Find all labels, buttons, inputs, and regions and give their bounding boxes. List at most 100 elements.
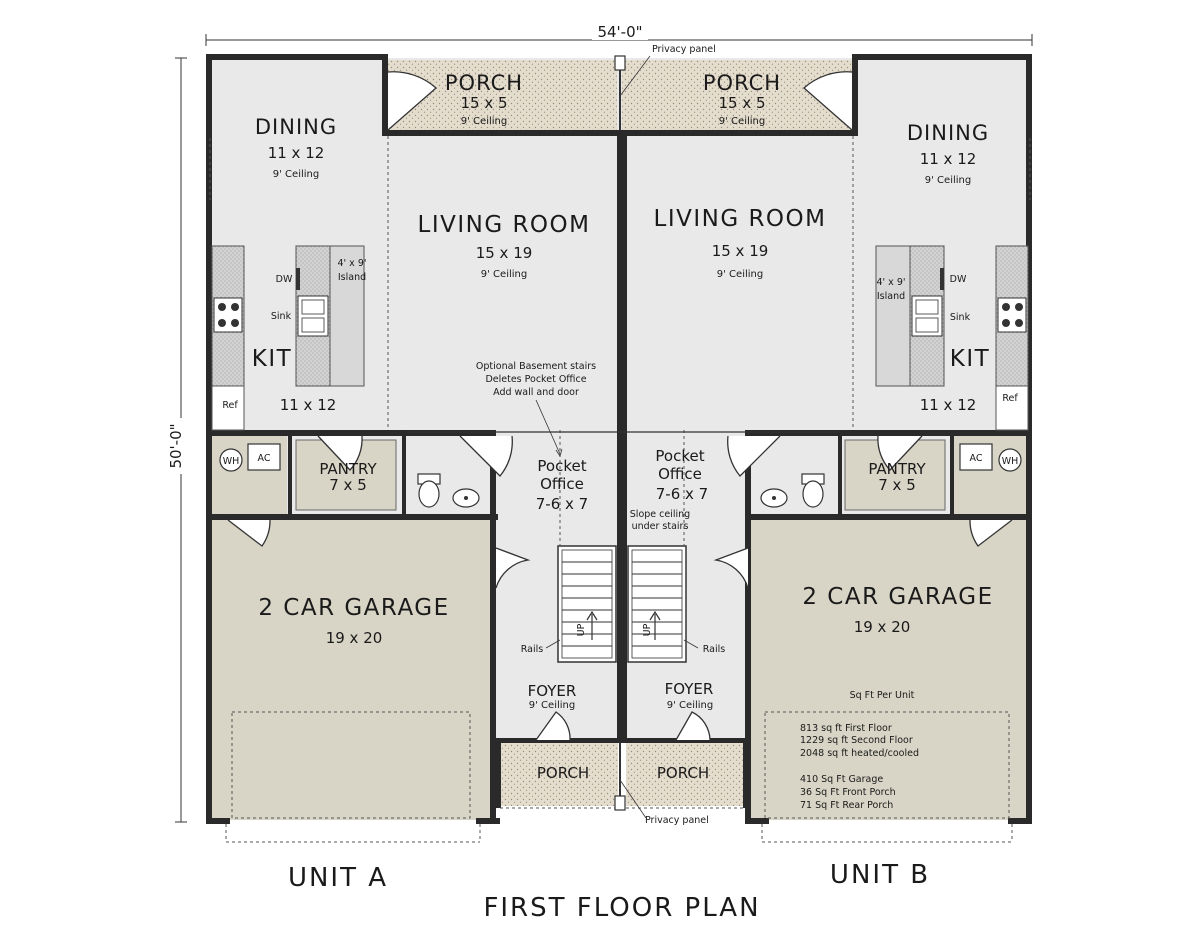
basement-note-line2: Deletes Pocket Office [485,374,586,385]
office-b-size: 7-6 x 7 [656,485,708,503]
garage-a-size: 19 x 20 [326,629,383,647]
rear-porch-b-name: PORCH [703,71,781,95]
plan-title: FIRST FLOOR PLAN [483,893,760,923]
rear-porch-a-name: PORCH [445,71,523,95]
garage-b-size: 19 x 20 [854,618,911,636]
office-b-name1: Pocket [655,447,704,465]
basement-note: Optional Basement stairs Deletes Pocket … [476,361,596,457]
slope-note-line1: Slope ceiling [630,509,690,520]
living-a-name: LIVING ROOM [418,212,591,238]
kitchen-a-name: KIT [252,346,292,372]
dining-b-ceiling: 9' Ceiling [925,175,971,186]
dw-label-b: DW [950,274,967,285]
rear-porch-b-ceiling: 9' Ceiling [719,116,765,127]
pantry-a-size: 7 x 5 [329,476,367,494]
dining-a-ceiling: 9' Ceiling [273,169,319,180]
pantry-b-size: 7 x 5 [878,476,916,494]
kitchen-a-fixtures: Ref DW Sink 4' x 9' Island [211,245,367,431]
slope-note: Slope ceiling under stairs [630,509,690,532]
wh-label-b: WH [1002,456,1019,467]
island-label-b: Island [877,291,905,302]
sqft-total: 2048 sq ft heated/cooled [800,748,919,759]
rear-porch-a-ceiling: 9' Ceiling [461,116,507,127]
foyer-b-name: FOYER [665,680,714,698]
unit-a-label: UNIT A [288,863,388,893]
rails-label-b: Rails [703,644,725,655]
depth-label: 50'-0" [167,423,185,468]
sqft-front-porch: 36 Sq Ft Front Porch [800,787,896,798]
sqft-garage: 410 Sq Ft Garage [800,774,883,785]
mechanical-b: AC WH [959,443,1022,472]
stairs-a: UP Rails [521,545,617,663]
island-size-b: 4' x 9' [877,277,906,288]
doors [227,71,1013,741]
kitchen-b-size: 11 x 12 [920,396,977,414]
rear-porch-b-size: 15 x 5 [718,94,765,112]
rear-porch-a-size: 15 x 5 [460,94,507,112]
width-label: 54'-0" [597,23,642,41]
dining-a-name: DINING [255,115,337,139]
ac-label-a: AC [258,453,271,464]
living-b-size: 15 x 19 [712,242,769,260]
office-a-size: 7-6 x 7 [536,495,588,513]
sqft-second: 1229 sq ft Second Floor [800,735,913,746]
garage-b-name: 2 CAR GARAGE [802,584,993,610]
kitchen-b-name: KIT [950,346,990,372]
basement-note-line1: Optional Basement stairs [476,361,596,372]
front-porch-a-floor [500,742,618,806]
dw-label-a: DW [276,274,293,285]
pantry-b-name: PANTRY [868,460,926,478]
sqft-summary: Sq Ft Per Unit 813 sq ft First Floor 122… [800,690,919,811]
sqft-rear-porch: 71 Sq Ft Rear Porch [800,800,893,811]
kitchen-b-fixtures: Ref DW Sink 4' x 9' Island [875,245,1029,431]
island-label-a: Island [338,272,366,283]
front-porch-b-floor [626,742,744,806]
kitchen-a-size: 11 x 12 [280,396,337,414]
pantry-a-name: PANTRY [319,460,377,478]
living-b-name: LIVING ROOM [654,206,827,232]
garage-a-floor [211,520,495,820]
garage-b-floor [748,520,1030,820]
living-a-ceiling: 9' Ceiling [481,269,527,280]
stair-up-b: UP [642,623,653,636]
dining-b-name: DINING [907,121,989,145]
basement-note-line3: Add wall and door [493,387,579,398]
bath-b [760,473,825,508]
privacy-note-bottom: Privacy panel [645,815,709,826]
office-a-name1: Pocket [537,457,586,475]
foyer-b-ceiling: 9' Ceiling [667,700,713,711]
sqft-first: 813 sq ft First Floor [800,723,892,734]
privacy-panels: Privacy panel Privacy panel [614,44,716,826]
unit-b-label: UNIT B [830,860,930,890]
width-dimension: 54'-0" [205,23,1033,46]
garage-a-name: 2 CAR GARAGE [258,595,449,621]
depth-dimension: 50'-0" [167,57,194,823]
office-a-name2: Office [540,475,584,493]
front-porch-b-name: PORCH [657,764,709,782]
foyer-a-ceiling: 9' Ceiling [529,700,575,711]
slope-note-line2: under stairs [632,521,689,532]
mechanical-a: WH AC [219,443,281,472]
ref-label-b: Ref [1002,393,1018,404]
privacy-note-top: Privacy panel [652,44,716,55]
room-labels-a: PORCH 15 x 5 9' Ceiling DINING 11 x 12 9… [252,71,591,782]
wh-label-a: WH [223,456,240,467]
sqft-title: Sq Ft Per Unit [850,690,915,701]
sink-label-a: Sink [271,311,292,322]
bath-a [417,473,480,508]
stair-up-a: UP [576,623,587,636]
island-size-a: 4' x 9' [338,258,367,269]
dining-b-size: 11 x 12 [920,150,977,168]
room-labels-b: PORCH 15 x 5 9' Ceiling DINING 11 x 12 9… [654,71,993,782]
ac-label-b: AC [970,453,983,464]
living-a-size: 15 x 19 [476,244,533,262]
sink-label-b: Sink [950,312,971,323]
office-b-name2: Office [658,465,702,483]
living-b-ceiling: 9' Ceiling [717,269,763,280]
ref-label-a: Ref [222,400,238,411]
walls [206,54,1032,824]
stairs-b: UP Rails [627,545,725,663]
foyer-a-name: FOYER [528,682,577,700]
dining-a-size: 11 x 12 [268,144,325,162]
